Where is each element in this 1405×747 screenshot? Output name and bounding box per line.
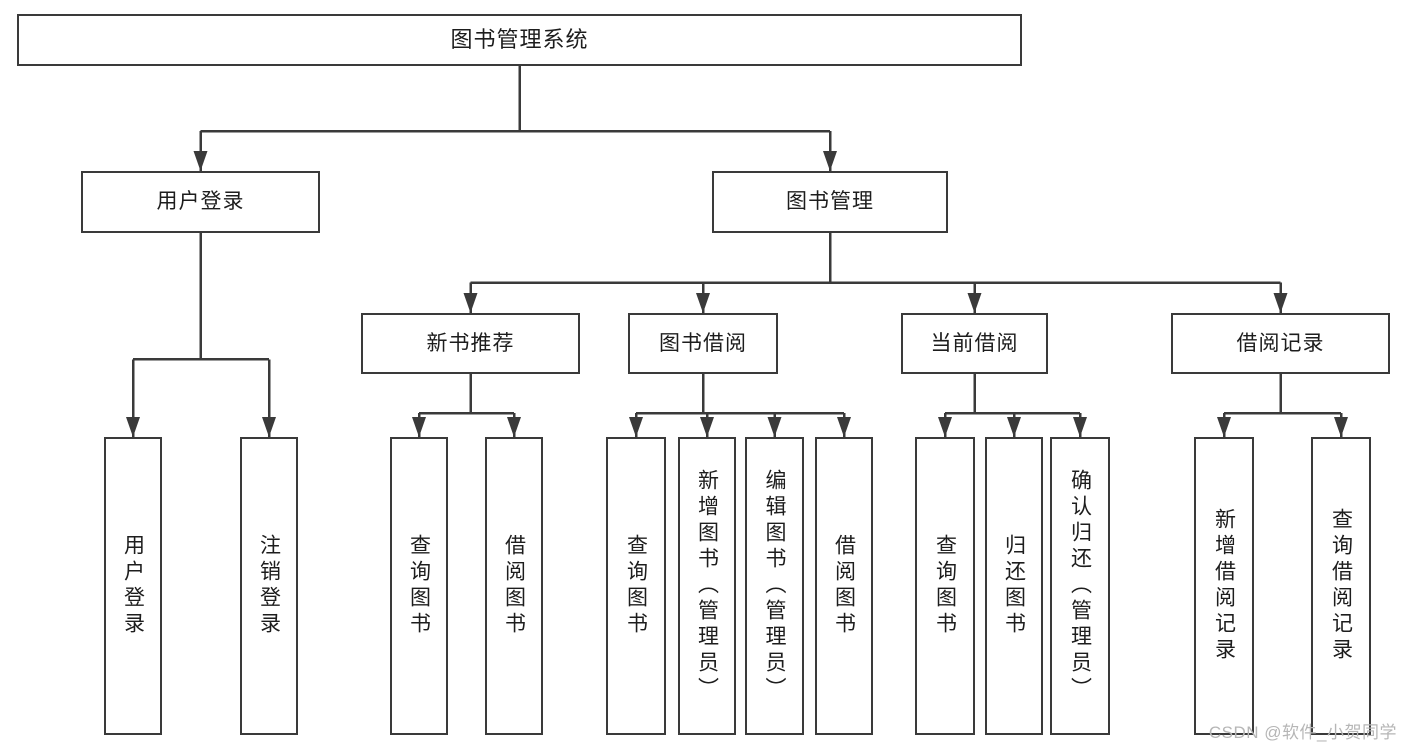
node-leaf-query-record[interactable]: 查询借阅记录: [1311, 437, 1371, 735]
node-leaf-user-logout[interactable]: 注销登录: [240, 437, 298, 735]
arrow-icon-leaf-query-record: [1334, 417, 1348, 437]
node-label: 用户登录: [121, 534, 145, 638]
node-leaf-borrow-book-1[interactable]: 借阅图书: [485, 437, 543, 735]
node-label: 新增借阅记录: [1212, 508, 1236, 664]
arrow-icon-leaf-add-book: [700, 417, 714, 437]
node-label: 归还图书: [1002, 534, 1026, 638]
arrow-icon-borrow-record: [1273, 293, 1288, 313]
node-leaf-query-book-2[interactable]: 查询图书: [606, 437, 666, 735]
node-label: 图书管理: [786, 190, 874, 214]
node-label: 借阅图书: [832, 534, 856, 638]
node-label: 注销登录: [257, 534, 281, 638]
node-label: 查询图书: [407, 534, 431, 638]
node-leaf-user-login[interactable]: 用户登录: [104, 437, 162, 735]
node-label: 用户登录: [156, 190, 245, 214]
node-label: 编辑图书（管理员）: [763, 469, 786, 703]
node-book-borrow[interactable]: 图书借阅: [628, 313, 778, 374]
arrow-icon-leaf-user-logout: [262, 417, 276, 437]
node-borrow-record[interactable]: 借阅记录: [1171, 313, 1390, 374]
arrow-icon-new-book-rec: [463, 293, 478, 313]
arrow-icon-leaf-borrow-book-2: [837, 417, 851, 437]
node-root[interactable]: 图书管理系统: [17, 14, 1022, 66]
node-user-login[interactable]: 用户登录: [81, 171, 320, 233]
arrow-icon-book-borrow: [696, 293, 710, 313]
node-leaf-query-book-1[interactable]: 查询图书: [390, 437, 448, 735]
arrow-icon-current-borrow: [967, 293, 982, 313]
node-label: 新增图书（管理员）: [695, 469, 719, 703]
arrow-icon-leaf-confirm-return: [1073, 417, 1087, 437]
node-leaf-query-book-3[interactable]: 查询图书: [915, 437, 975, 735]
node-leaf-return-book[interactable]: 归还图书: [985, 437, 1043, 735]
arrow-icon-leaf-return-book: [1007, 417, 1021, 437]
node-label: 查询借阅记录: [1329, 508, 1353, 664]
arrow-icon-leaf-add-record: [1217, 417, 1231, 437]
node-leaf-confirm-return[interactable]: 确认归还（管理员）: [1050, 437, 1110, 735]
arrow-icon-user-login: [193, 151, 208, 171]
node-leaf-add-book[interactable]: 新增图书（管理员）: [678, 437, 736, 735]
node-book-manage[interactable]: 图书管理: [712, 171, 948, 233]
node-label: 查询图书: [624, 534, 648, 638]
arrow-icon-leaf-user-login: [126, 417, 140, 437]
node-label: 查询图书: [933, 534, 957, 638]
node-label: 新书推荐: [426, 331, 515, 355]
node-label: 借阅图书: [502, 534, 526, 638]
node-current-borrow[interactable]: 当前借阅: [901, 313, 1048, 374]
node-leaf-edit-book[interactable]: 编辑图书（管理员）: [745, 437, 804, 735]
node-label: 借阅记录: [1236, 331, 1325, 355]
node-new-book-rec[interactable]: 新书推荐: [361, 313, 580, 374]
watermark: CSDN @软件_小贺同学: [1208, 723, 1397, 742]
node-label: 图书管理系统: [450, 26, 589, 52]
node-leaf-borrow-book-2[interactable]: 借阅图书: [815, 437, 873, 735]
arrow-icon-leaf-query-book-2: [629, 417, 643, 437]
arrow-icon-leaf-borrow-book-1: [507, 417, 521, 437]
arrow-icon-leaf-query-book-3: [938, 417, 952, 437]
arrow-icon-leaf-query-book-1: [412, 417, 426, 437]
node-label: 图书借阅: [659, 331, 747, 355]
node-leaf-add-record[interactable]: 新增借阅记录: [1194, 437, 1254, 735]
node-label: 当前借阅: [930, 331, 1019, 355]
node-label: 确认归还（管理员）: [1068, 469, 1092, 703]
arrow-icon-leaf-edit-book: [767, 417, 782, 437]
arrow-icon-book-manage: [823, 151, 837, 171]
